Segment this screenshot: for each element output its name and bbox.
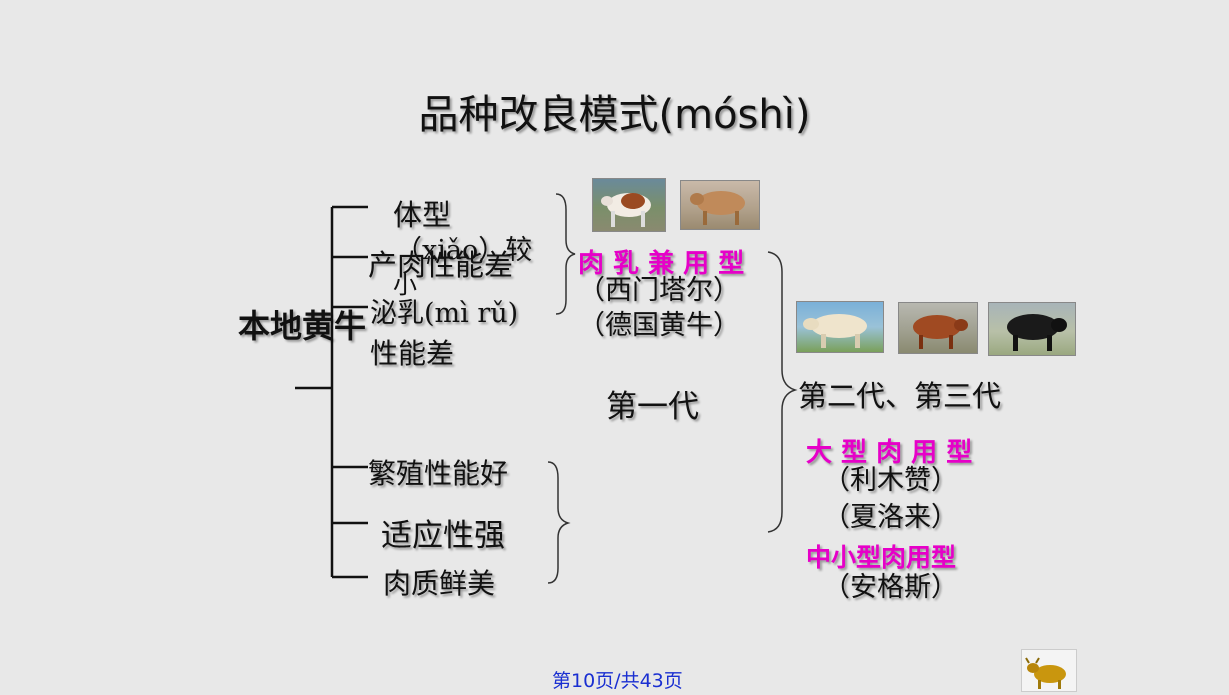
trait-milk-perf: 性能差 <box>370 337 455 370</box>
page-title: 品种改良模式(móshì) <box>418 92 811 138</box>
trait-body-type: 体型 <box>393 198 452 232</box>
trait-small: 小 <box>393 271 417 299</box>
bull-logo-icon <box>1021 649 1077 692</box>
gen1-type-label: 肉 乳 兼 用 型 <box>578 249 745 279</box>
trait-quality: 肉质鲜美 <box>383 567 496 600</box>
angus-photo <box>988 302 1076 356</box>
gen23-breed-angus: （安格斯） <box>823 572 958 603</box>
brace-top <box>555 193 576 315</box>
trait-breeding: 繁殖性能好 <box>368 457 509 490</box>
brace-bottom <box>547 461 571 584</box>
trait-body-type-overlap: （xiǎo）较 <box>395 235 533 266</box>
gen1-breed-german-yellow: （德国黄牛） <box>578 310 740 341</box>
limousin-photo <box>796 301 884 353</box>
gen23-label: 第二代、第三代 <box>798 379 1002 413</box>
root-label: 本地黄牛 <box>238 307 367 345</box>
gen23-type-large: 大 型 肉 用 型 <box>806 438 973 468</box>
trait-milk: 泌乳(mì rǔ) <box>370 298 519 329</box>
german-yellow-photo <box>680 180 760 230</box>
page-footer: 第10页/共43页 <box>552 670 683 692</box>
charolais-photo <box>898 302 978 354</box>
gen23-type-mid: 中小型肉用型 <box>806 543 957 572</box>
simmental-photo <box>592 178 666 232</box>
trait-meat: 产肉性能差 <box>368 248 514 282</box>
gen23-breed-charolais: （夏洛来） <box>823 502 958 533</box>
gen1-breed-simmental: （西门塔尔） <box>578 275 740 306</box>
gen23-breed-limousin: （利木赞） <box>823 465 958 496</box>
trait-adapt: 适应性强 <box>381 518 505 554</box>
brace-mid <box>767 251 798 533</box>
gen1-label: 第一代 <box>606 389 699 425</box>
